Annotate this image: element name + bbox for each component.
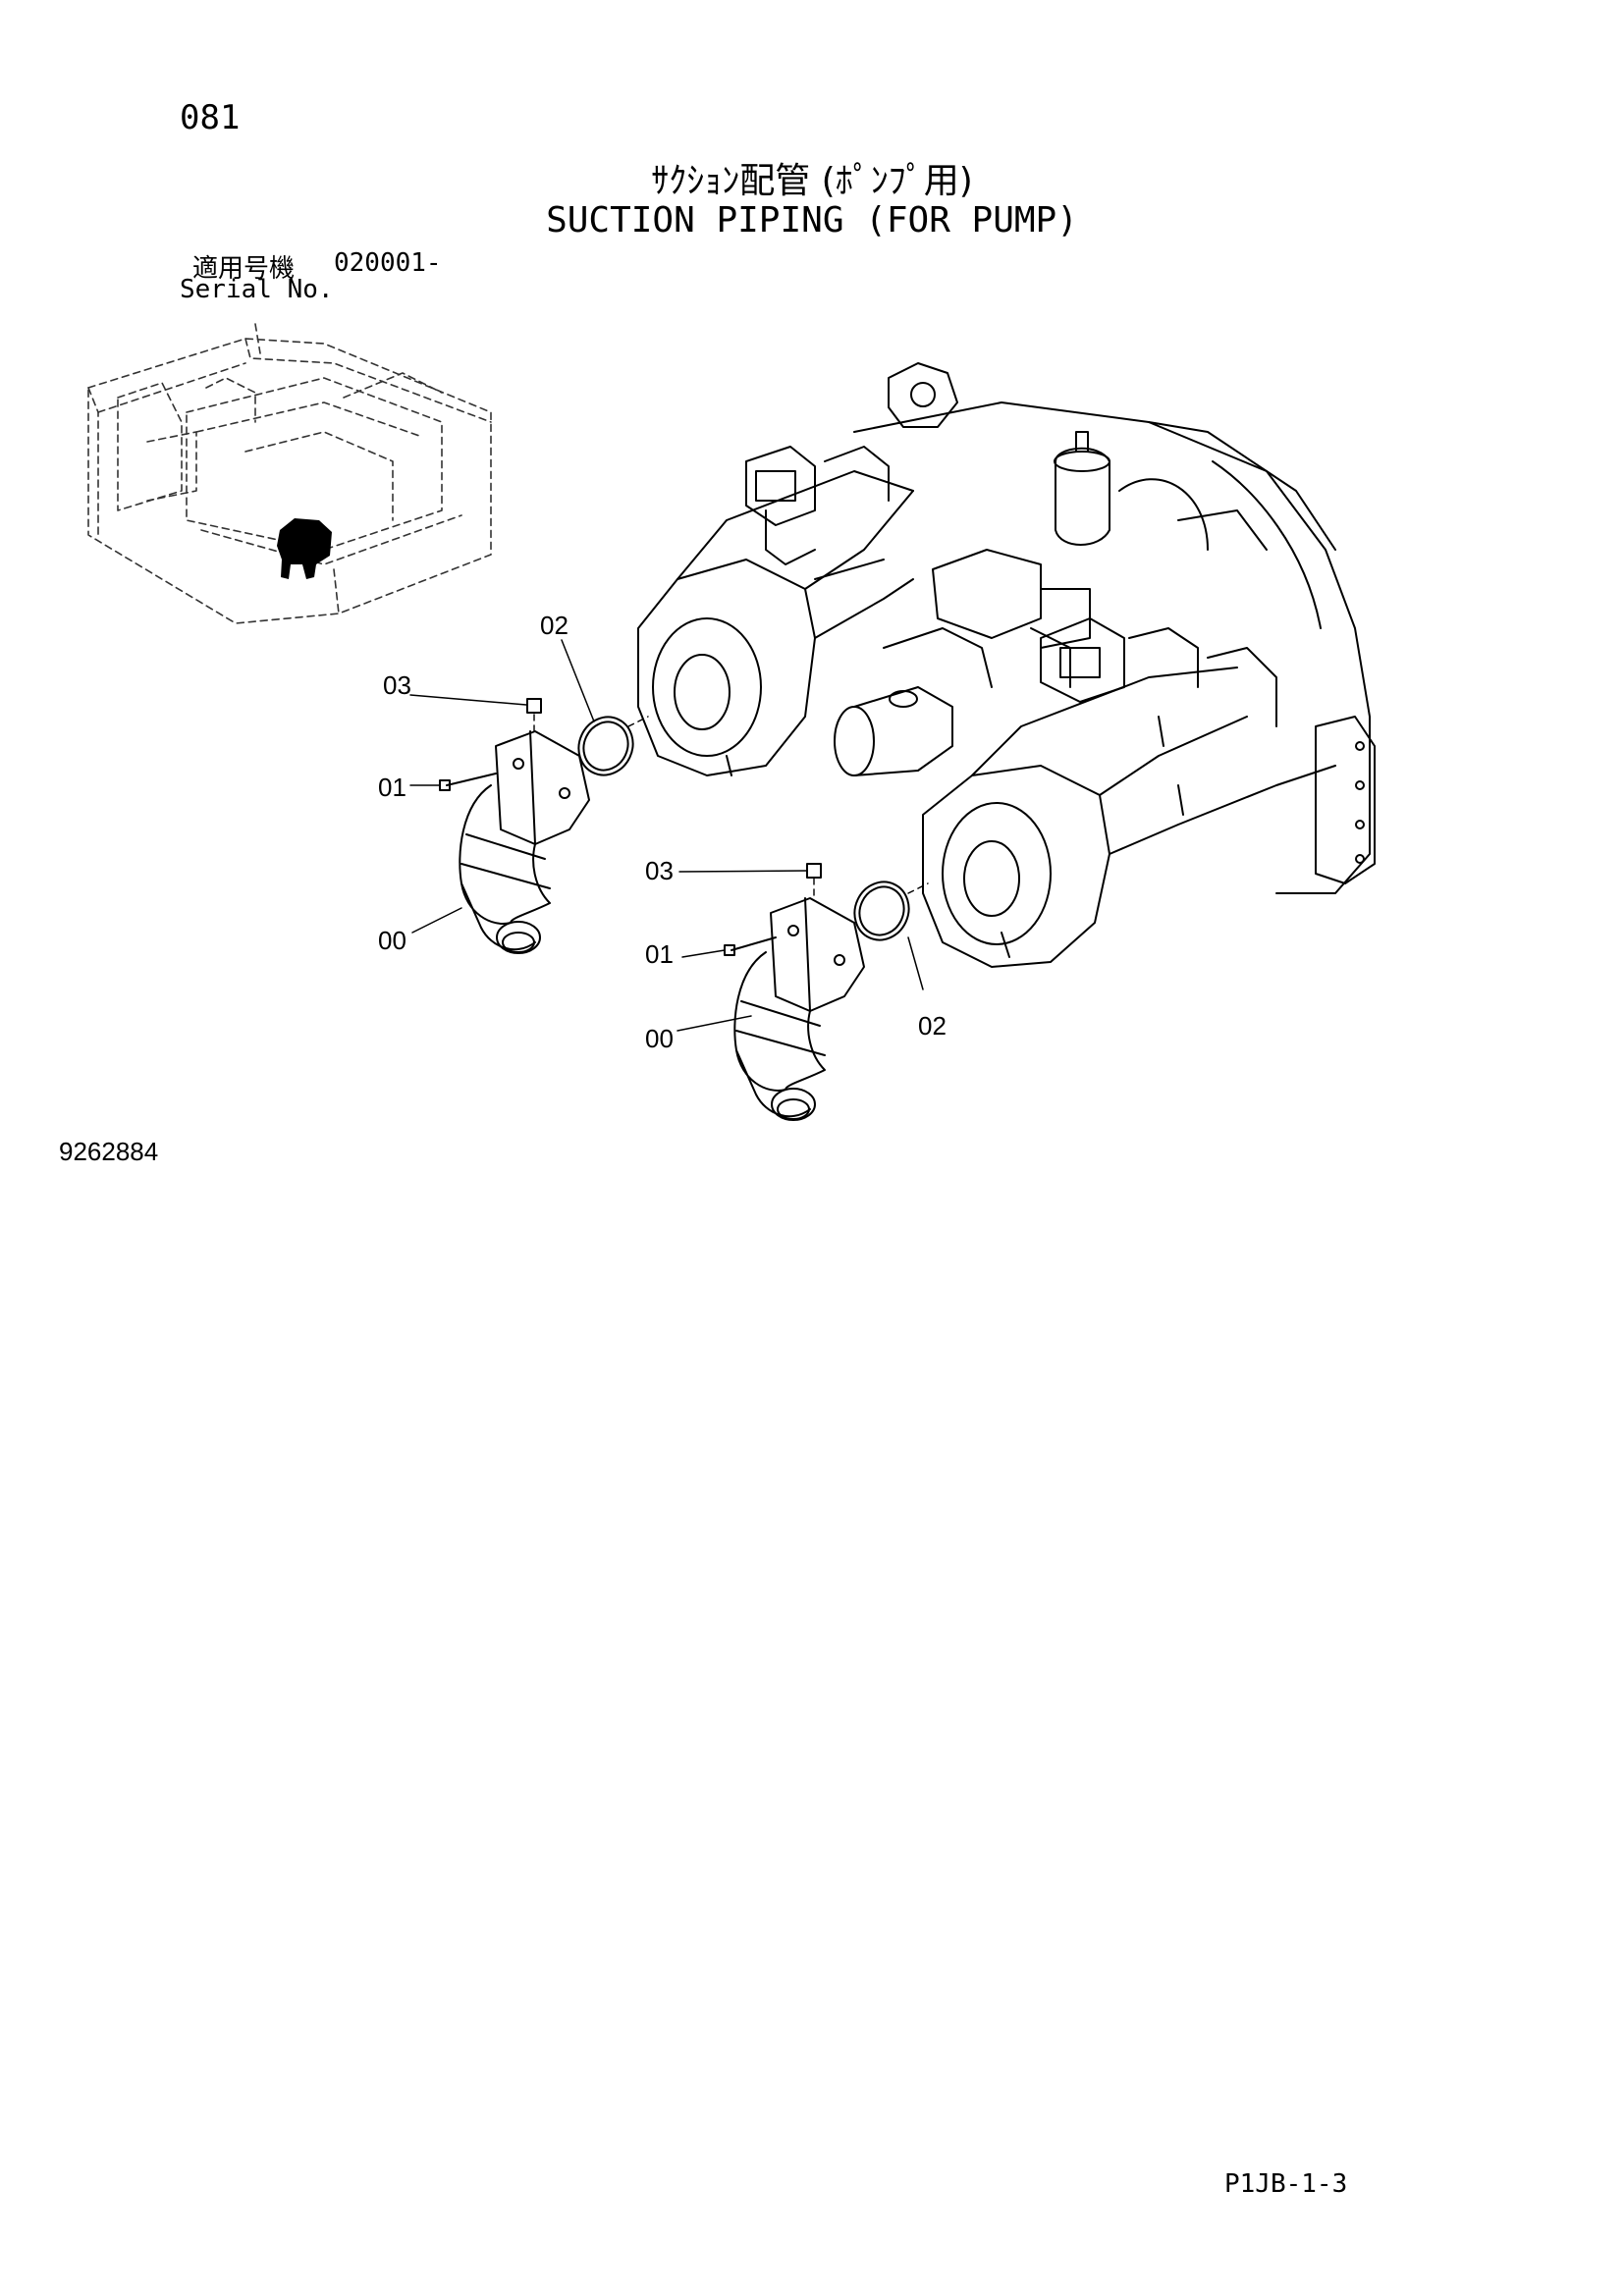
callout-02-lower: 02: [918, 1011, 947, 1041]
callout-03-lower: 03: [645, 856, 674, 885]
page-title-english: SUCTION PIPING (FOR PUMP): [546, 200, 1078, 240]
pump-location-marker: [277, 518, 332, 579]
serial-label-japanese: 適用号機: [192, 254, 296, 284]
callout-03-upper: 03: [383, 670, 411, 700]
assembly-guide-lines: [533, 714, 929, 899]
o-ring-lower: [853, 881, 910, 941]
serial-label-english: Serial No.: [180, 275, 334, 304]
page-title-japanese: ｻｸｼｮﾝ配管 (ﾎﾟﾝﾌﾟ用): [651, 161, 973, 201]
callout-00-upper: 00: [378, 926, 406, 955]
o-ring-upper: [577, 716, 634, 776]
callout-leader-lines: [409, 639, 924, 1032]
callout-00-lower: 00: [645, 1024, 674, 1053]
suction-elbow-upper: [459, 730, 590, 954]
plug-upper: [526, 698, 542, 714]
flange-bolt-lower: [724, 936, 777, 956]
hydraulic-pump-assembly: [637, 362, 1376, 968]
page-number: 081: [180, 98, 241, 137]
suction-elbow-lower: [733, 897, 865, 1121]
callout-02-upper: 02: [540, 611, 568, 640]
plug-lower: [806, 863, 822, 879]
machine-locator-inset: [87, 323, 492, 624]
serial-number-range: 020001-: [334, 248, 442, 278]
page-code: P1JB-1-3: [1224, 2169, 1348, 2199]
callout-01-upper: 01: [378, 773, 406, 802]
figure-number: 9262884: [59, 1137, 159, 1166]
callout-01-lower: 01: [645, 939, 674, 969]
